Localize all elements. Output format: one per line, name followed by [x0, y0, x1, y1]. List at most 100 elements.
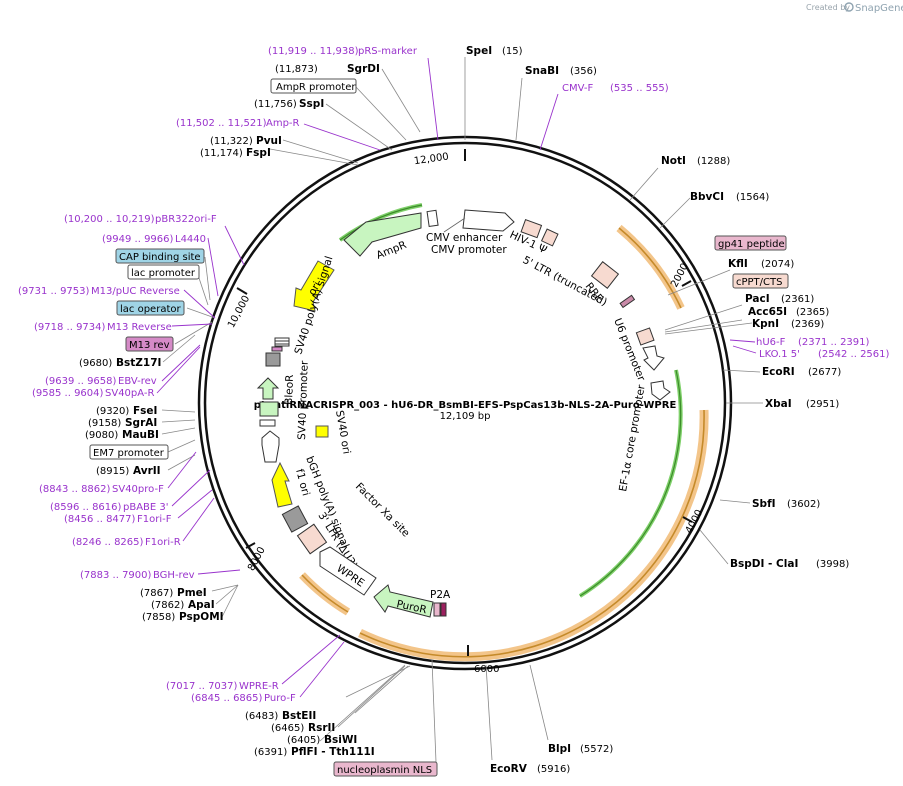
primer-wpre-r-pos: (7017 .. 7037) — [166, 681, 238, 692]
ampr-promoter-label: AmpR promoter — [276, 82, 356, 93]
primer-m13puc: M13/pUC Reverse — [91, 286, 180, 297]
map-title: pLentiRNACRISPR_003 - hU6-DR_BsmBI-EFS-P… — [254, 400, 677, 411]
puror-arrow — [373, 584, 434, 618]
sv40ori-box — [315, 425, 329, 438]
backbone-inner-ring — [203, 141, 727, 665]
credit-brand: SnapGene — [855, 3, 903, 14]
nls-marker — [433, 602, 441, 617]
bgh-box — [281, 505, 309, 533]
enzyme-pmei-pos: (7867) — [140, 588, 173, 599]
leader-lines — [161, 57, 763, 763]
primer-l4440: L4440 — [175, 234, 206, 245]
lac-operator-box — [274, 337, 290, 347]
primer-sv40pa-r-pos: (9585 .. 9604) — [32, 388, 104, 399]
enzyme-pspomi: PspOMI — [179, 611, 224, 623]
enzyme-sbfi-pos: (3602) — [787, 499, 820, 510]
primer-leader-lines — [156, 57, 757, 698]
primer-m13puc-pos: (9731 .. 9753) — [18, 286, 90, 297]
enzyme-pflfi-tth111i: PflFI - Tth111I — [291, 746, 375, 758]
tick-label-10000: 10,000 — [226, 294, 252, 330]
sv40pa-box — [265, 352, 281, 367]
primer-hu6-f: hU6-F — [756, 337, 786, 348]
ori-label: ori — [306, 280, 323, 298]
primer-sv40pro-f: SV40pro-F — [112, 484, 164, 495]
cppt-label: cPPT/CTS — [736, 277, 782, 288]
enzyme-sgrai-pos: (9158) — [88, 418, 121, 429]
enzyme-maubi: MauBI — [122, 429, 159, 441]
enzyme-sspi-pos: (11,756) — [254, 99, 297, 110]
hiv-psi-box — [520, 218, 543, 239]
em7-promoter-box — [89, 444, 169, 460]
primer-bgh-rev: BGH-rev — [153, 570, 195, 581]
enzyme-kpni: KpnI — [752, 318, 779, 330]
enzyme-kfli: KflI — [728, 258, 748, 270]
enzyme-ecori-pos: (2677) — [808, 367, 841, 378]
primer-prs-marker-pos: (11,919 .. 11,938) — [268, 46, 359, 57]
snapgene-logo-icon — [844, 2, 854, 12]
tick-label-12000: 12,000 — [413, 151, 449, 167]
primer-lko1: LKO.1 5' — [759, 349, 800, 360]
primer-m13rev: M13 Reverse — [107, 322, 172, 333]
tick-label-6000: 6000 — [474, 664, 499, 675]
enzyme-xbai-pos: (2951) — [806, 399, 839, 410]
enzyme-pvui-pos: (11,322) — [210, 136, 253, 147]
enzyme-acc65i: Acc65I — [748, 306, 787, 318]
cmv-small-box — [426, 209, 439, 228]
enzyme-bbvci-pos: (1564) — [736, 192, 769, 203]
m13-rev-box — [125, 336, 174, 352]
ori-arrow — [293, 260, 335, 312]
enzyme-noti: NotI — [661, 155, 686, 167]
bleor-arrow — [256, 377, 280, 400]
enzyme-bstz17i-pos: (9680) — [79, 358, 112, 369]
enzyme-rsrii-pos: (6465) — [271, 723, 304, 734]
ampr-label: AmpR — [375, 239, 409, 262]
enzyme-bspdi-clai-pos: (3998) — [816, 559, 849, 570]
rre-box — [590, 261, 620, 289]
primer-sv40pa-r: SV40pA-R — [105, 388, 154, 399]
enzyme-ecori: EcoRI — [762, 366, 795, 378]
enzyme-sgrai: SgrAI — [125, 417, 157, 429]
enzyme-fsei: FseI — [133, 405, 157, 417]
enzyme-noti-pos: (1288) — [697, 156, 730, 167]
em7-box — [259, 419, 276, 427]
enzyme-bbvci: BbvCI — [690, 191, 724, 203]
primer-f1ori-r: F1ori-R — [145, 537, 181, 548]
enzyme-blpi-pos: (5572) — [580, 744, 613, 755]
credit-prefix: Created by — [806, 3, 850, 12]
efs-start-arrow — [650, 380, 671, 401]
primer-f1ori-r-pos: (8246 .. 8265) — [72, 537, 144, 548]
sv40-promoter-arrow — [261, 430, 280, 463]
primer-prs-marker: pRS-marker — [358, 46, 418, 57]
enzyme-sgrdi-pos: (11,873) — [275, 64, 318, 75]
u6-box — [635, 327, 655, 346]
enzyme-apai-pos: (7862) — [151, 600, 184, 611]
f1ori-arrow — [271, 461, 293, 508]
primer-cmv-f: CMV-F — [562, 83, 593, 94]
enzyme-pvui: PvuI — [256, 135, 282, 147]
ltr3-box — [296, 523, 328, 555]
lac-operator-label: lac operator — [120, 304, 181, 315]
primer-puro-f: Puro-F — [264, 693, 296, 704]
cmv-enhancer-arrow — [462, 209, 515, 232]
wpre-box — [319, 546, 377, 596]
enzyme-acc65i-pos: (2365) — [796, 307, 829, 318]
bleor-box — [259, 401, 279, 417]
enzyme-bsteii: BstEII — [282, 710, 316, 722]
primer-amp-r: Amp-R — [266, 118, 300, 129]
p2a-marker — [440, 602, 447, 617]
gp41-box — [714, 235, 787, 251]
ampr-arrow — [343, 212, 422, 257]
map-length: 12,109 bp — [440, 411, 491, 422]
enzyme-pmei: PmeI — [177, 587, 207, 599]
lac-promoter-box — [127, 264, 200, 280]
enzyme-snabi-pos: (356) — [570, 66, 597, 77]
p2a-label: P2A — [430, 589, 451, 601]
tick-label-2000: 2000 — [669, 262, 691, 290]
primer-ebv-rev-pos: (9639 .. 9658) — [45, 376, 117, 387]
cmv-promoter-label: CMV promoter — [431, 244, 507, 256]
cmv-enhancer-label: CMV enhancer — [426, 232, 503, 244]
enzyme-spei-pos: (15) — [502, 46, 523, 57]
enzyme-bsteii-pos: (6483) — [245, 711, 278, 722]
